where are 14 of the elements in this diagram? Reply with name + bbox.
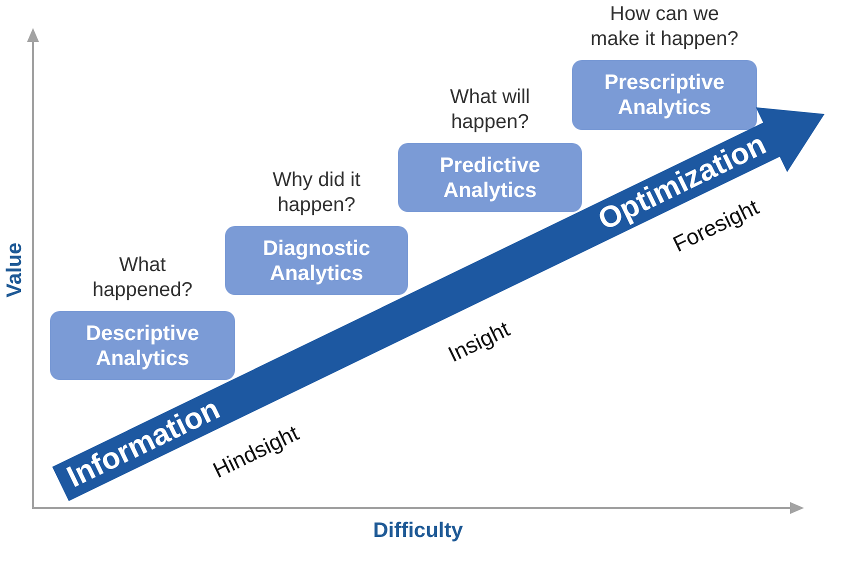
question-text: Why did it happen? xyxy=(272,168,362,218)
question-text: How can we make it happen? xyxy=(590,2,740,52)
stage-title: Prescriptive Analytics xyxy=(603,70,726,120)
question-text: What happened? xyxy=(91,253,194,303)
axis-title: Value xyxy=(3,242,27,298)
stage-title: Predictive Analytics xyxy=(438,152,542,202)
analytics-box xyxy=(225,226,408,295)
analytics-box xyxy=(572,60,757,130)
stage-title: Descriptive Analytics xyxy=(84,320,200,370)
axis-title: Difficulty xyxy=(373,519,463,543)
analytics-box xyxy=(398,143,582,212)
question-text: What will happen? xyxy=(448,85,531,135)
analytics-box xyxy=(50,311,235,380)
stage-title: Diagnostic Analytics xyxy=(262,236,372,286)
